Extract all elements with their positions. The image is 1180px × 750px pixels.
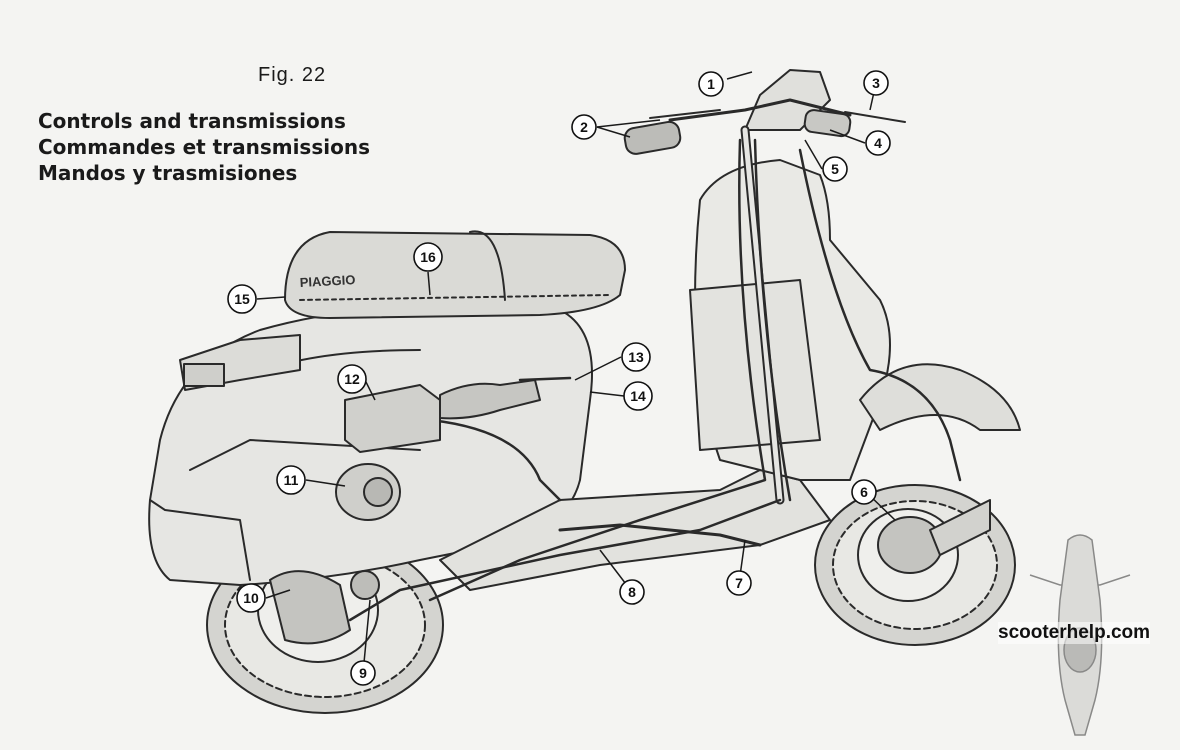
control-cables <box>348 138 962 622</box>
watermark-text: scooterhelp.com <box>998 622 1151 644</box>
callout-11: 11 <box>276 465 306 495</box>
title-spanish: Mandos y trasmisiones <box>38 161 298 185</box>
callout-7: 7 <box>726 570 752 596</box>
callout-6: 6 <box>851 479 877 505</box>
callout-1: 1 <box>698 71 724 97</box>
front-fender <box>859 363 1021 431</box>
callout-9: 9 <box>350 660 376 686</box>
flywheel <box>335 463 401 521</box>
callout-10: 10 <box>236 583 266 613</box>
callout-3: 3 <box>863 70 889 96</box>
figure-label: Fig. 22 <box>258 64 327 86</box>
callout-2: 2 <box>571 114 597 140</box>
svg-text:15: 15 <box>234 291 250 307</box>
callout-4: 4 <box>865 130 891 156</box>
figure-titles: Controls and transmissions Commandes et … <box>38 108 370 186</box>
seat <box>284 230 626 319</box>
svg-text:7: 7 <box>735 575 743 591</box>
callouts: 1 2 3 4 5 6 7 <box>227 70 891 686</box>
svg-text:2: 2 <box>580 119 588 135</box>
title-english: Controls and transmissions <box>38 109 346 133</box>
svg-text:12: 12 <box>344 371 360 387</box>
handlebar <box>623 69 906 505</box>
svg-text:11: 11 <box>284 472 299 488</box>
callout-14: 14 <box>623 381 653 411</box>
svg-text:13: 13 <box>628 349 644 365</box>
seat-logo: PIAGGIO <box>299 272 355 290</box>
svg-text:16: 16 <box>420 249 436 265</box>
svg-text:1: 1 <box>707 76 715 92</box>
callout-15: 15 <box>227 284 257 314</box>
svg-text:10: 10 <box>243 590 259 606</box>
svg-text:3: 3 <box>872 75 880 91</box>
svg-text:6: 6 <box>860 484 868 500</box>
air-box <box>344 379 541 453</box>
callout-5: 5 <box>822 156 848 182</box>
gear-linkage <box>558 523 762 547</box>
title-french: Commandes et transmissions <box>38 135 370 159</box>
svg-text:5: 5 <box>831 161 839 177</box>
callout-13: 13 <box>621 342 651 372</box>
rear-brake <box>269 570 380 645</box>
callout-16: 16 <box>413 242 443 272</box>
tail-light <box>179 334 301 391</box>
svg-text:9: 9 <box>359 665 367 681</box>
svg-text:8: 8 <box>628 584 636 600</box>
svg-text:14: 14 <box>630 388 646 404</box>
front-brake <box>877 499 991 574</box>
svg-text:4: 4 <box>874 135 882 151</box>
callout-8: 8 <box>619 579 645 605</box>
callout-12: 12 <box>337 364 367 394</box>
